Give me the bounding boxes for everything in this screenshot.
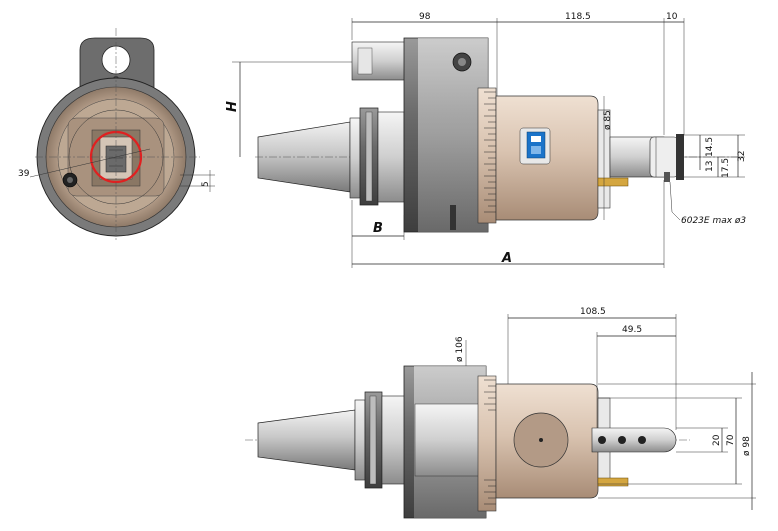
dim-49-5: 49.5 — [622, 325, 642, 335]
dim-98-top: 98 — [419, 12, 431, 22]
bottom-boring-bar — [591, 427, 677, 453]
dim-118-5: 118.5 — [565, 12, 591, 22]
dim-70: 70 — [726, 434, 736, 446]
bottom-view: 108.5 49.5 ø 106 20 70 ø 98 — [245, 307, 756, 519]
dim-d106: ø 106 — [455, 336, 465, 362]
dim-10: 10 — [666, 12, 678, 22]
dim-14-5: 14.5 — [705, 137, 715, 157]
dim-108-5: 108.5 — [580, 307, 606, 317]
front-view: 39 5 — [18, 28, 215, 240]
dim-d85: ø 85 — [603, 110, 613, 130]
scale-ticks — [484, 91, 496, 213]
dim-13: 13 — [705, 161, 715, 172]
bottom-taper-cone — [257, 409, 356, 471]
dim-d98: ø 98 — [742, 436, 752, 456]
side-view: 98 118.5 10 H B A ø 85 14.5 13 17.5 32 — [225, 12, 747, 268]
logo-badge — [526, 131, 546, 159]
dim-5: 5 — [201, 181, 211, 187]
dim-B: B — [373, 221, 383, 236]
insert-callout: 6023E max ø3 — [681, 216, 746, 226]
dim-20: 20 — [712, 434, 722, 446]
dim-A: A — [501, 251, 512, 266]
coolant-pin — [597, 177, 629, 187]
dim-17-5: 17.5 — [721, 158, 731, 178]
dim-32: 32 — [737, 151, 747, 162]
dim-H: H — [225, 101, 240, 112]
dim-39: 39 — [18, 169, 30, 179]
scale-ring — [477, 87, 497, 224]
